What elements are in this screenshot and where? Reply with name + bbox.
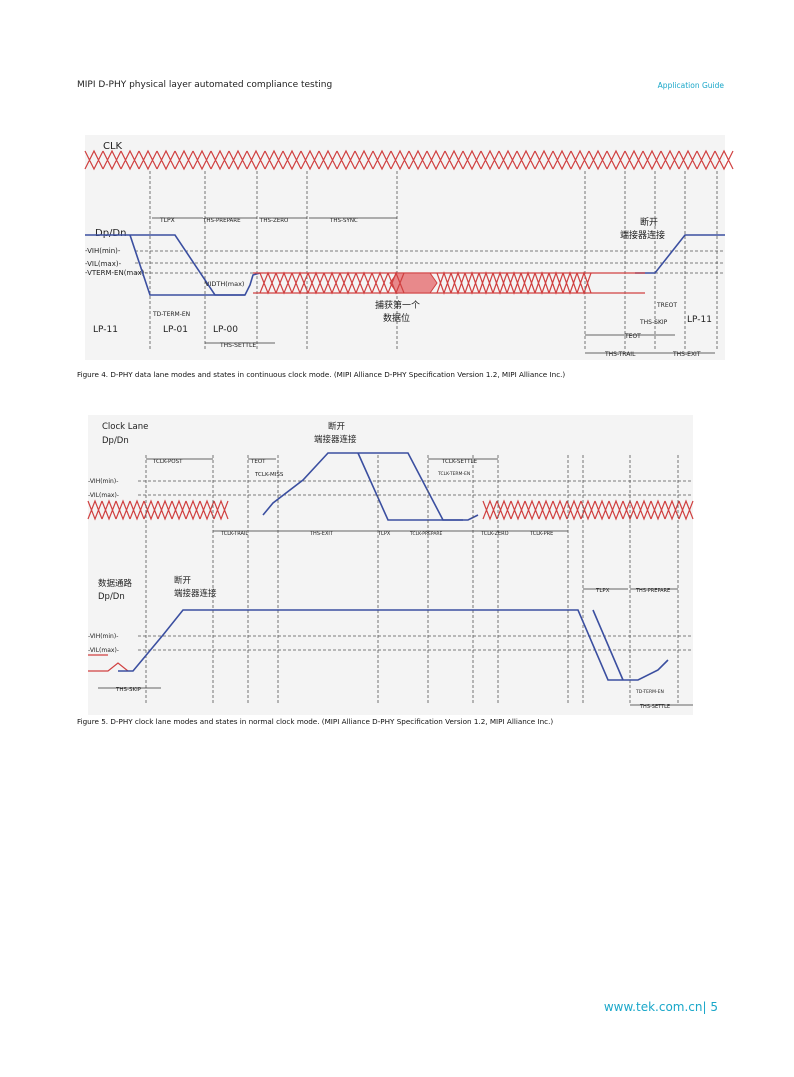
fig5-t-clk-trail: TCLK-TRAIL (220, 531, 248, 537)
fig5-disconnect-mid-2: 端接器连接 (174, 588, 217, 599)
fig4-dn-signal (129, 234, 245, 296)
fig4-lp01: LP-01 (163, 325, 188, 335)
fig5-data-lane-1: 数据通路 (98, 578, 133, 589)
fig4-t-hs-skip: THS-SKIP (639, 319, 668, 326)
fig4-capture-2: 数据位 (383, 312, 410, 324)
fig5-clk-waveform (87, 499, 694, 521)
fig5-data-lane-2: Dp/Dn (98, 592, 125, 602)
header-title: MIPI D-PHY physical layer automated comp… (77, 80, 333, 90)
fig4-lp11-left: LP-11 (93, 325, 118, 335)
fig4-t-lpx: TLPX (159, 217, 175, 224)
fig4-clk-waveform (84, 149, 734, 171)
fig5-t-clk-settle: TCLK-SETTLE (441, 459, 478, 465)
fig5-vih-b: -VIH(min)- (88, 633, 118, 640)
fig4-hs-data (253, 271, 645, 295)
fig4-vil-label: -VIL(max)- (85, 260, 122, 268)
fig4-disconnect-2: 端接器连接 (620, 229, 665, 241)
figure-5-caption: Figure 5. D-PHY clock lane modes and sta… (77, 717, 554, 726)
fig5-disconnect-mid-1: 断开 (174, 575, 192, 586)
figure-5-diagram: Clock Lane Dp/Dn -VIH(min)- -VIL(max)- T… (87, 415, 694, 715)
fig4-lp11-right: LP-11 (687, 315, 712, 325)
fig5-vil-b: -VIL(max)- (88, 647, 119, 654)
fig5-clock-lane: Clock Lane (102, 422, 148, 432)
fig5-t-eot: TEOT (250, 459, 266, 465)
fig5-t-clk-miss: TCLK-MISS (254, 472, 284, 478)
fig4-t-hs-trail: THS-TRAIL (604, 351, 636, 358)
fig5-t-hs-skip: THS-SKIP (115, 687, 142, 693)
fig5-vil-a: -VIL(max)- (88, 492, 119, 499)
fig4-clk-label: CLK (103, 141, 123, 152)
fig5-data-lp-signal (118, 609, 669, 681)
fig5-t-hs-exit: THS-EXIT (309, 531, 334, 537)
fig5-t-clk-pre: TCLK-PRE (529, 531, 553, 537)
fig5-disconnect-top-2: 端接器连接 (314, 434, 357, 445)
fig4-disconnect-1: 断开 (640, 216, 658, 228)
fig4-vterm-label: -VTERM-EN(max)- (85, 269, 147, 277)
fig5-t-lpx: TLPX (377, 531, 391, 537)
fig4-vidth: VIDTH(max) (205, 280, 244, 288)
fig5-vih-a: -VIH(min)- (88, 478, 118, 485)
fig5-t-clk-prepare: TCLK-PREPARE (409, 531, 443, 537)
fig4-t-hs-sync: THS-SYNC (329, 218, 358, 224)
fig5-t-lpx-b: TLPX (595, 588, 610, 594)
fig5-t-hs-prepare: THS-PREPARE (635, 588, 670, 594)
fig4-t-hs-settle: THS-SETTLE (219, 342, 256, 349)
fig4-vih-label: -VIH(min)- (85, 247, 121, 255)
fig5-data-lp-signal-b (592, 609, 624, 681)
figure-4-diagram: CLK Dp/Dn -VIH(min)- -VIL(max)- -VTERM-E… (84, 135, 734, 360)
fig4-t-hs-exit: THS-EXIT (672, 351, 701, 358)
fig4-t-eot: TEOT (624, 333, 641, 340)
header-tag: Application Guide (657, 81, 724, 90)
fig4-t-reot: TREOT (656, 302, 677, 309)
fig5-dpdn: Dp/Dn (102, 436, 129, 446)
footer-url[interactable]: www.tek.com.cn| 5 (603, 1000, 718, 1014)
fig4-t-hs-prepare: THS-PREPARE (202, 218, 241, 224)
fig5-t-d-term-en: TD-TERM-EN (635, 689, 664, 695)
fig5-data-hs-left (88, 654, 129, 672)
figure-4-caption: Figure 4. D-PHY data lane modes and stat… (77, 370, 566, 379)
fig4-capture-1: 捕获第一个 (375, 299, 420, 311)
fig5-t-clk-zero: TCLK-ZERO (480, 531, 509, 537)
fig4-t-d-term-en: TD-TERM-EN (152, 311, 190, 318)
fig5-clk-lp-signal-b (357, 452, 463, 521)
fig5-t-hs-settle: THS-SETTLE (639, 704, 670, 710)
fig4-t-hs-zero: THS-ZERO (259, 218, 289, 224)
fig5-disconnect-top-1: 断开 (328, 421, 346, 432)
fig4-dpdn-label: Dp/Dn (95, 228, 126, 239)
fig4-lp00: LP-00 (213, 325, 238, 335)
fig5-t-clk-post: TCLK-POST (152, 459, 183, 465)
fig5-t-clk-term-en: TCLK-TERM-EN (437, 471, 470, 477)
